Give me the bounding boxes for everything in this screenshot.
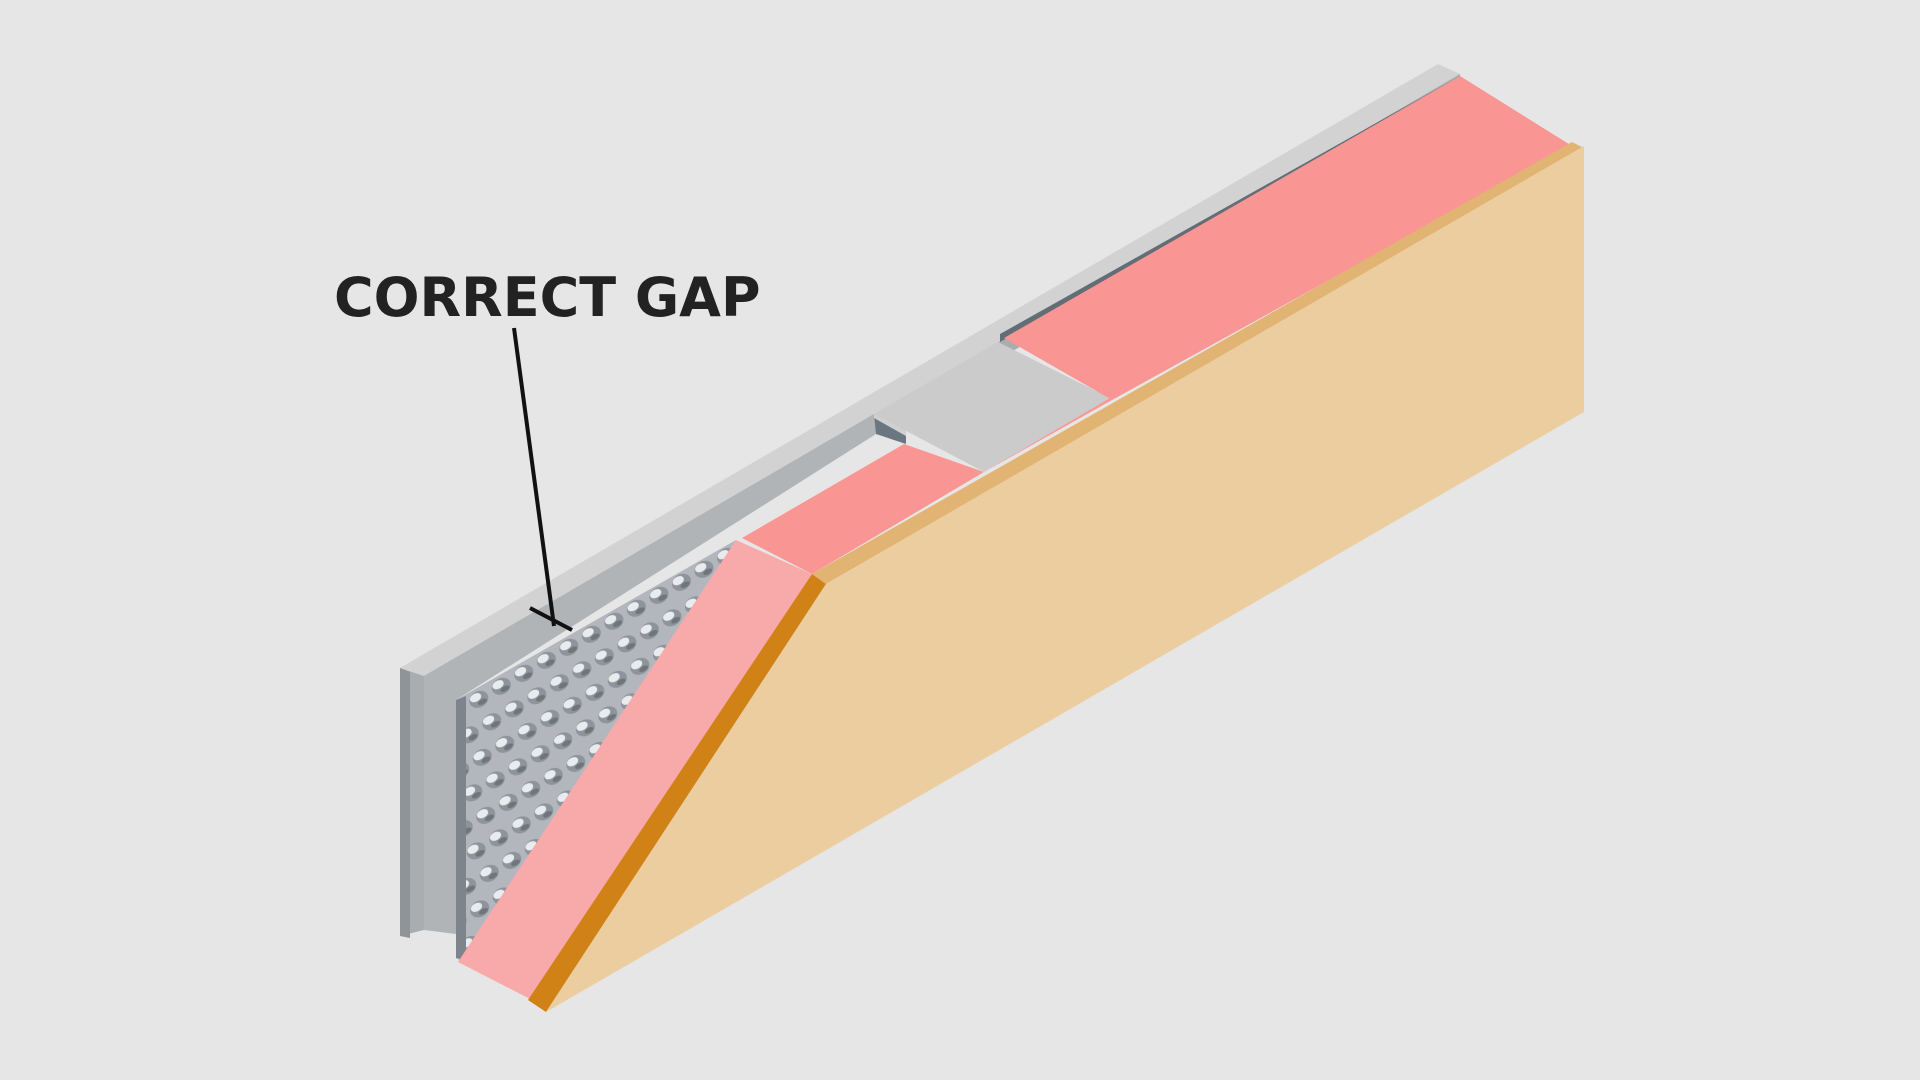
pink-insulation <box>458 76 1572 1000</box>
drywall-board <box>528 142 1584 1012</box>
stud-flange-edge <box>400 668 410 938</box>
drywall-top-edge <box>812 142 1584 584</box>
callout-leader-tick <box>529 606 573 632</box>
stud-crosspiece <box>874 342 1110 472</box>
correct-gap-callout: CORRECT GAP <box>334 266 761 632</box>
callout-leader-line <box>512 327 556 627</box>
foil-panel-edge <box>456 696 466 960</box>
insulation-top-far <box>1004 76 1572 400</box>
drywall-cut-edge <box>528 574 826 1012</box>
insulation-face <box>458 540 812 1000</box>
insulation-top-near <box>742 444 984 574</box>
stud-top-face <box>400 64 1460 676</box>
drywall-face <box>546 146 1584 1012</box>
callout-label: CORRECT GAP <box>334 266 761 329</box>
